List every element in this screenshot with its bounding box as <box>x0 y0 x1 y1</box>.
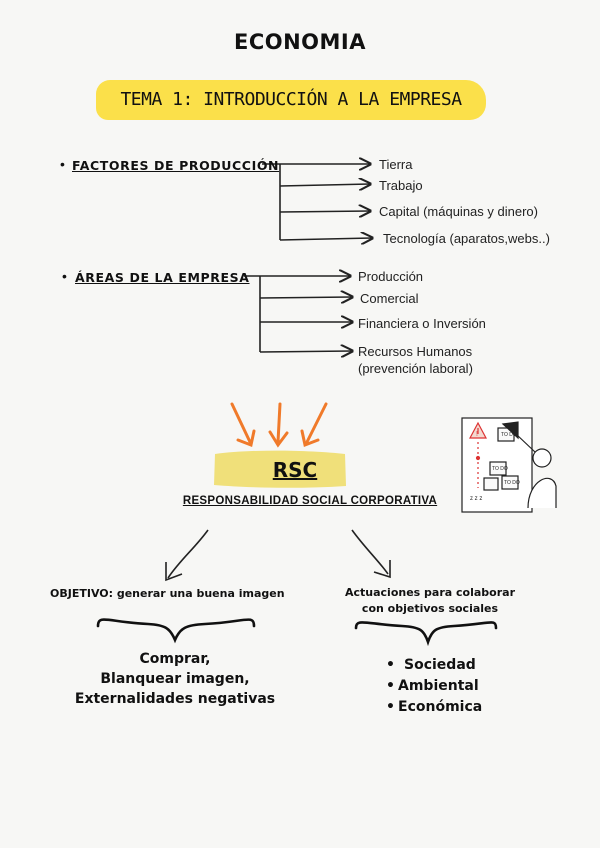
factor-item: Capital (máquinas y dinero) <box>379 204 538 219</box>
right-brace <box>354 621 498 647</box>
rsc-objective-heading: OBJETIVO: generar una buena imagen <box>50 587 285 600</box>
rsc-branch-arrows <box>165 529 391 582</box>
factor-item: Tecnología (aparatos,webs..) <box>383 231 550 246</box>
factor-item: Trabajo <box>379 178 423 193</box>
bullet: • <box>386 657 395 673</box>
objective-line: Externalidades negativas <box>74 691 276 707</box>
objective-line: Comprar, <box>139 651 211 667</box>
left-brace <box>96 618 256 644</box>
rsc-action-item: Sociedad <box>404 657 476 673</box>
rsc-action-item: Económica <box>398 699 483 715</box>
bullet: • <box>386 678 395 694</box>
area-item-note: (prevención laboral) <box>358 361 473 376</box>
area-item: Financiera o Inversión <box>358 316 486 331</box>
rsc-full-name: RESPONSABILIDAD SOCIAL CORPORATIVA <box>182 495 438 507</box>
area-item: Producción <box>358 269 424 284</box>
note-text: TO DO <box>501 432 517 438</box>
factors-heading: FACTORES DE PRODUCCIÓN <box>72 158 280 173</box>
rsc-action-item: Ambiental <box>398 678 479 694</box>
areas-tree <box>244 276 352 352</box>
topic-banner <box>96 80 486 120</box>
note-text: TO DO <box>504 480 520 486</box>
rsc-label: RSC <box>272 458 318 482</box>
objective-line: Blanquear imagen, <box>100 671 250 687</box>
bullet: • <box>60 156 65 172</box>
rsc-actions-heading: con objetivos sociales <box>361 602 499 615</box>
task-board-illustration-icon <box>461 417 557 513</box>
bullet: • <box>386 699 395 715</box>
factor-item: Tierra <box>379 157 413 172</box>
areas-heading: ÁREAS DE LA EMPRESA <box>75 270 250 285</box>
page-title: ECONOMIA <box>234 30 366 54</box>
note-text: TO DO <box>492 466 508 472</box>
area-item: Recursos Humanos <box>358 344 473 359</box>
area-item: Comercial <box>360 291 419 306</box>
rsc-highlight <box>214 450 346 488</box>
warning-mark: ! <box>476 431 478 438</box>
sleep-text: z z z <box>470 496 482 502</box>
factors-tree <box>262 164 372 240</box>
topic-title: TEMA 1: INTRODUCCIÓN A LA EMPRESA <box>120 89 462 110</box>
bullet: • <box>62 268 67 284</box>
orange-arrows-icon <box>230 402 328 448</box>
rsc-actions-heading: Actuaciones para colaborar <box>344 586 515 599</box>
